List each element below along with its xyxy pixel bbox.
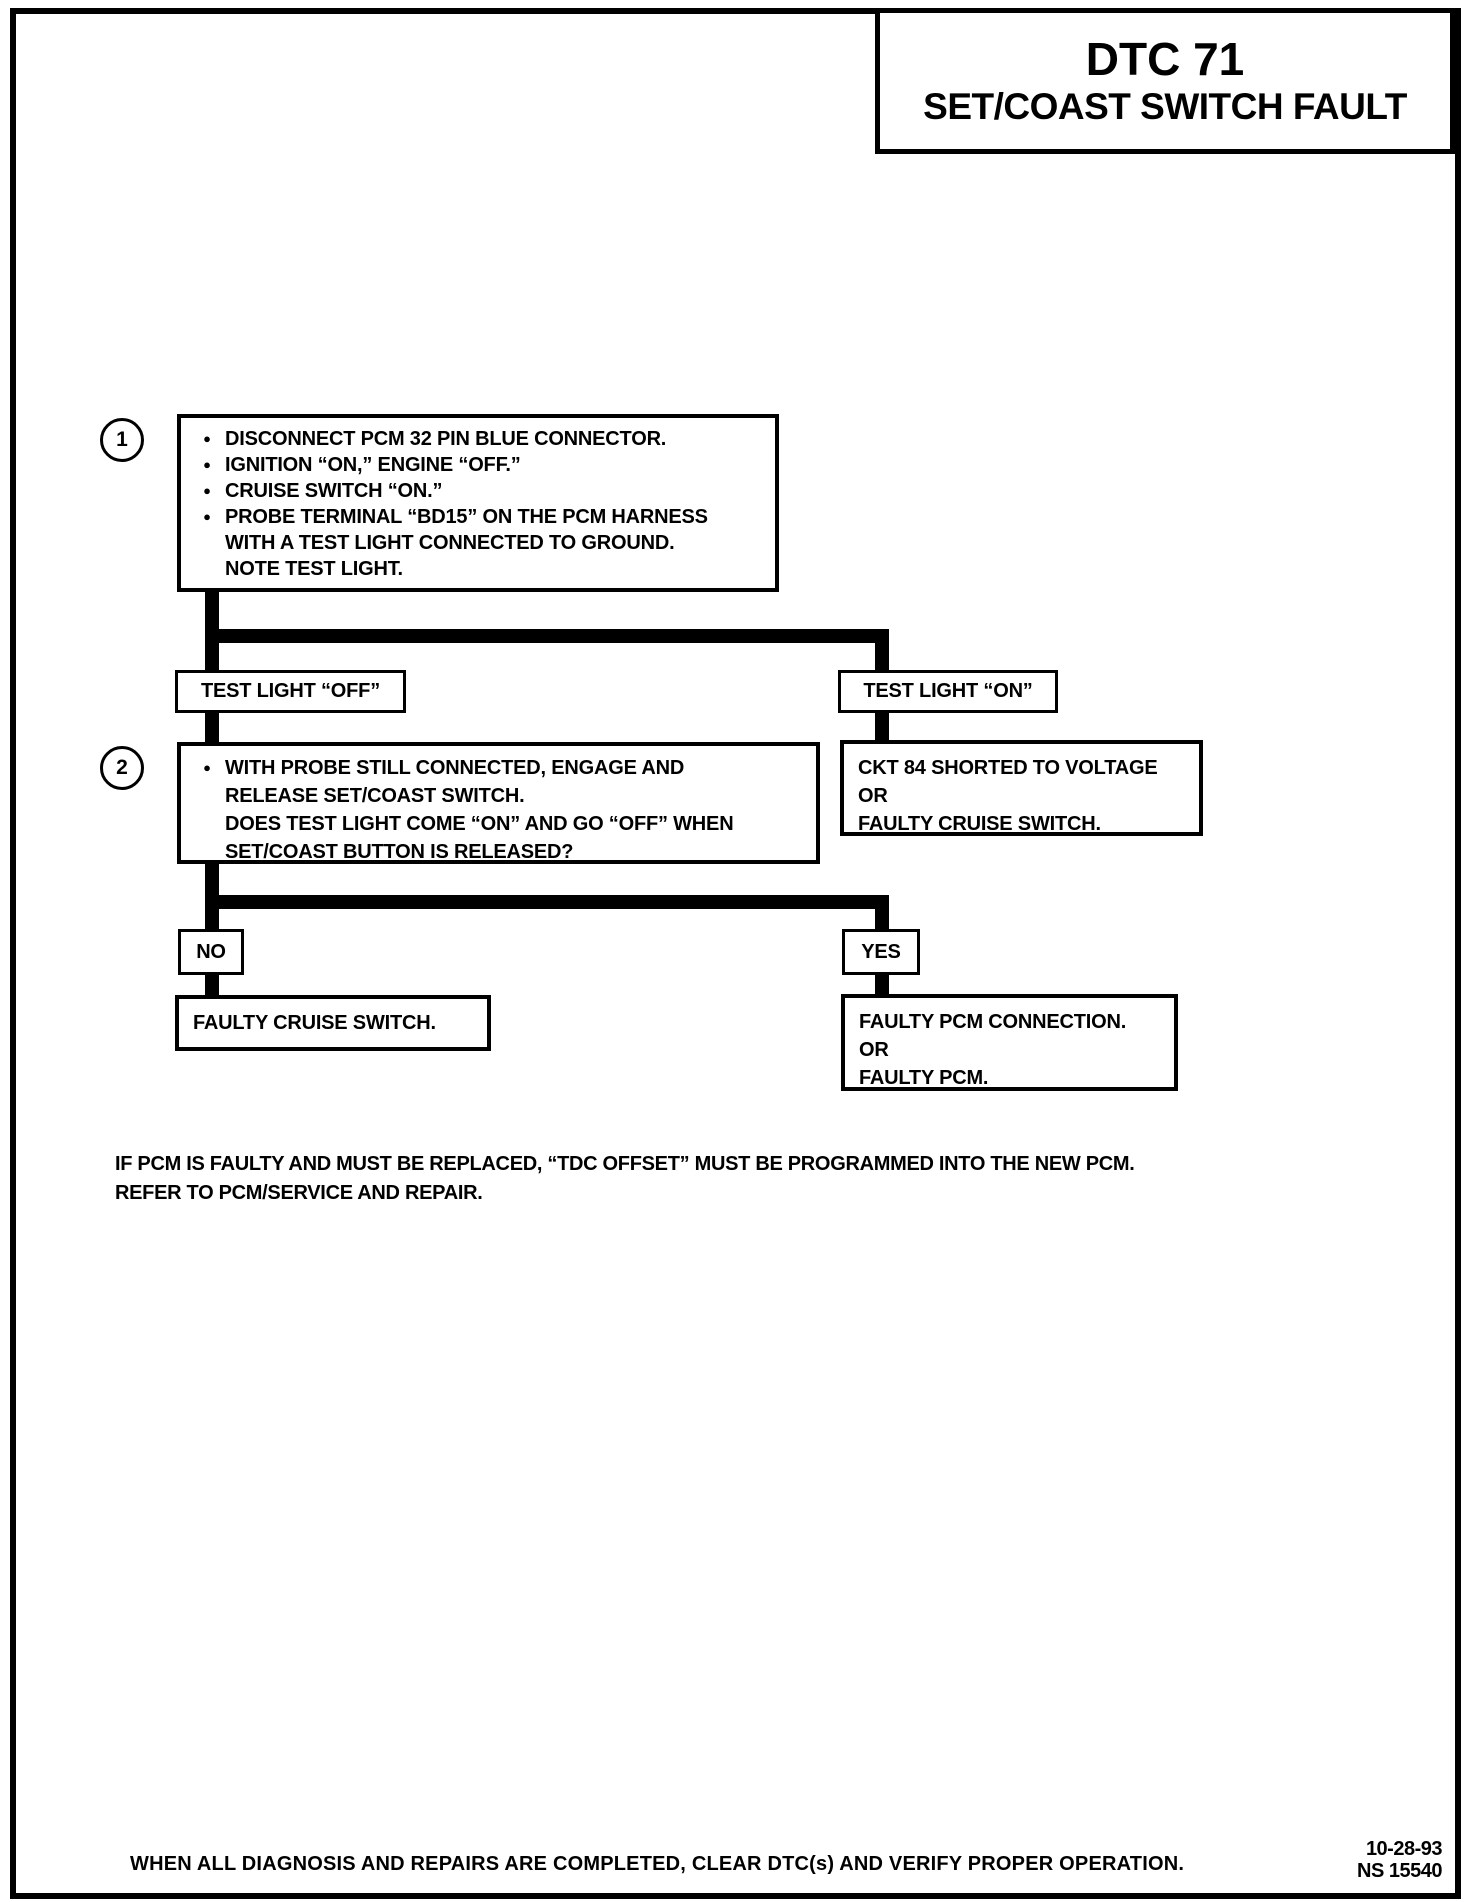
connector-branch1-horizontal — [205, 629, 889, 643]
step1-body: ● DISCONNECT PCM 32 PIN BLUE CONNECTOR. ● I… — [181, 418, 775, 588]
box-text-line: WITH A TEST LIGHT CONNECTED TO GROUND. — [189, 530, 767, 556]
box-text-line: ● DISCONNECT PCM 32 PIN BLUE CONNECTOR. — [189, 426, 767, 452]
box-text-line: ● WITH PROBE STILL CONNECTED, ENGAGE AND — [189, 754, 808, 782]
branch-label-text: TEST LIGHT “ON” — [863, 680, 1033, 702]
box-text: PROBE TERMINAL “BD15” ON THE PCM HARNESS — [225, 506, 708, 528]
box-text-line: DOES TEST LIGHT COME “ON” AND GO “OFF” W… — [189, 810, 808, 838]
branch-label-test-light-off: TEST LIGHT “OFF” — [175, 670, 406, 713]
step1-box: ● DISCONNECT PCM 32 PIN BLUE CONNECTOR. ● I… — [177, 414, 779, 592]
box-text-line: FAULTY PCM CONNECTION. — [859, 1011, 1127, 1033]
box-text: CRUISE SWITCH “ON.” — [225, 480, 443, 502]
box-text-line: ● CRUISE SWITCH “ON.” — [189, 478, 767, 504]
bullet-dot: ● — [203, 457, 211, 472]
bullet-spacer — [189, 782, 225, 810]
step-number-circle-2: 2 — [100, 746, 144, 790]
box-text-line: FAULTY CRUISE SWITCH. — [193, 1012, 436, 1034]
branch-label-no: NO — [178, 929, 244, 975]
bullet-dot: ● — [203, 483, 211, 498]
connector-branch2-horizontal — [205, 895, 889, 909]
bullet-spacer — [189, 530, 225, 556]
box-text-line: CKT 84 SHORTED TO VOLTAGE — [858, 757, 1158, 779]
branch-label-text: YES — [861, 940, 901, 963]
branch-label-yes: YES — [842, 929, 920, 975]
box-text: NOTE TEST LIGHT. — [225, 558, 403, 580]
step-number-circle-1: 1 — [100, 418, 144, 462]
result-box-faulty-pcm: FAULTY PCM CONNECTION. OR FAULTY PCM. — [841, 994, 1178, 1091]
footer-doc-number: NS 15540 — [1357, 1860, 1442, 1882]
bullet-dot: ● — [203, 431, 211, 446]
page-border — [10, 8, 1461, 1899]
box-text-line: OR — [859, 1039, 889, 1061]
result-faulty-cruise-body: FAULTY CRUISE SWITCH. — [193, 1010, 436, 1036]
box-text-line: ● PROBE TERMINAL “BD15” ON THE PCM HARNES… — [189, 504, 767, 530]
box-text-line: SET/COAST BUTTON IS RELEASED? — [189, 838, 808, 866]
branch-label-test-light-on: TEST LIGHT “ON” — [838, 670, 1058, 713]
result-faulty-pcm-body: FAULTY PCM CONNECTION. OR FAULTY PCM. — [845, 998, 1174, 1098]
box-text-line: FAULTY PCM. — [859, 1067, 989, 1089]
box-text-line: ● IGNITION “ON,” ENGINE “OFF.” — [189, 452, 767, 478]
step-number-2: 2 — [116, 756, 128, 779]
page-title: DTC 71 — [1085, 33, 1245, 85]
title-box: DTC 71 SET/COAST SWITCH FAULT — [875, 8, 1455, 154]
pcm-note-line2: REFER TO PCM/SERVICE AND REPAIR. — [115, 1182, 483, 1204]
footer-instruction: WHEN ALL DIAGNOSIS AND REPAIRS ARE COMPL… — [130, 1853, 1185, 1875]
branch-label-text: TEST LIGHT “OFF” — [200, 680, 380, 702]
step-number-1: 1 — [116, 428, 128, 451]
pcm-note: IF PCM IS FAULTY AND MUST BE REPLACED, “… — [115, 1150, 1345, 1208]
branch-label-text: NO — [196, 940, 226, 963]
box-text: WITH PROBE STILL CONNECTED, ENGAGE AND — [225, 757, 685, 779]
step2-body: ● WITH PROBE STILL CONNECTED, ENGAGE AND R… — [181, 746, 816, 872]
bullet-spacer — [189, 810, 225, 838]
result-ckt84-body: CKT 84 SHORTED TO VOLTAGE OR FAULTY CRUISE… — [844, 744, 1199, 844]
box-text-line: FAULTY CRUISE SWITCH. — [858, 813, 1101, 835]
result-box-ckt84: CKT 84 SHORTED TO VOLTAGE OR FAULTY CRUISE… — [840, 740, 1203, 836]
box-text: WITH A TEST LIGHT CONNECTED TO GROUND. — [225, 532, 675, 554]
box-text: DISCONNECT PCM 32 PIN BLUE CONNECTOR. — [225, 428, 667, 450]
footer-meta: 10-28-93 NS 15540 — [1330, 1838, 1442, 1882]
box-text-line: NOTE TEST LIGHT. — [189, 556, 767, 582]
bullet-dot: ● — [203, 760, 211, 775]
box-text: RELEASE SET/COAST SWITCH. — [225, 785, 525, 807]
result-box-faulty-cruise-switch: FAULTY CRUISE SWITCH. — [175, 995, 491, 1051]
footer-date: 10-28-93 — [1365, 1838, 1443, 1860]
bullet-spacer — [189, 556, 225, 582]
page-subtitle: SET/COAST SWITCH FAULT — [923, 86, 1407, 127]
box-text: SET/COAST BUTTON IS RELEASED? — [225, 841, 574, 863]
box-text: IGNITION “ON,” ENGINE “OFF.” — [225, 454, 521, 476]
bullet-spacer — [189, 838, 225, 866]
box-text-line: RELEASE SET/COAST SWITCH. — [189, 782, 808, 810]
bullet-dot: ● — [203, 509, 211, 524]
step2-box: ● WITH PROBE STILL CONNECTED, ENGAGE AND R… — [177, 742, 820, 864]
box-text: DOES TEST LIGHT COME “ON” AND GO “OFF” W… — [225, 813, 734, 835]
pcm-note-line1: IF PCM IS FAULTY AND MUST BE REPLACED, “… — [115, 1153, 1135, 1175]
box-text-line: OR — [858, 785, 888, 807]
